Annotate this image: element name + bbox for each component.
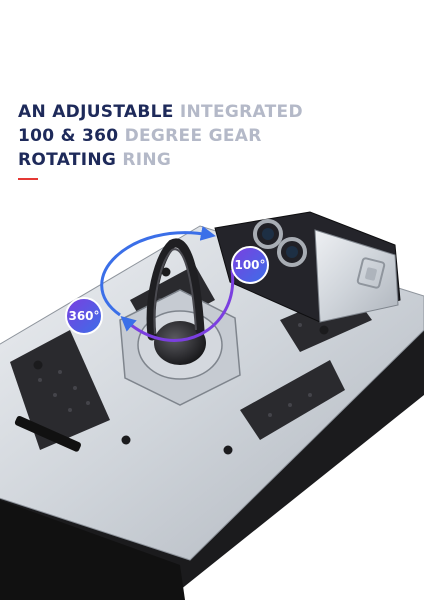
- headline-line-3: ROTATING RING: [18, 148, 303, 172]
- camera-slider-icon: [214, 211, 401, 323]
- rotation-arrow-icon: [100, 225, 235, 342]
- badge-360-label: 360°: [68, 309, 99, 323]
- headline-line-1-dark: AN ADJUSTABLE: [18, 102, 174, 122]
- headline-line-3-dark: ROTATING: [18, 150, 117, 170]
- headline-line-3-light: RING: [122, 150, 172, 170]
- headline-line-2: 100 & 360 DEGREE GEAR: [18, 124, 303, 148]
- accent-rule: [18, 178, 38, 180]
- headline-line-2-light: DEGREE GEAR: [124, 126, 262, 146]
- headline-line-1: AN ADJUSTABLE INTEGRATED: [18, 100, 303, 124]
- badge-100: 100°: [231, 246, 269, 284]
- headline-line-1-light: INTEGRATED: [179, 102, 303, 122]
- headline-line-2-dark: 100 & 360: [18, 126, 119, 146]
- badge-360: 360°: [65, 297, 103, 335]
- headline: AN ADJUSTABLE INTEGRATED 100 & 360 DEGRE…: [18, 100, 303, 172]
- badge-100-label: 100°: [234, 258, 265, 272]
- ring-kickstand-icon: [137, 238, 223, 380]
